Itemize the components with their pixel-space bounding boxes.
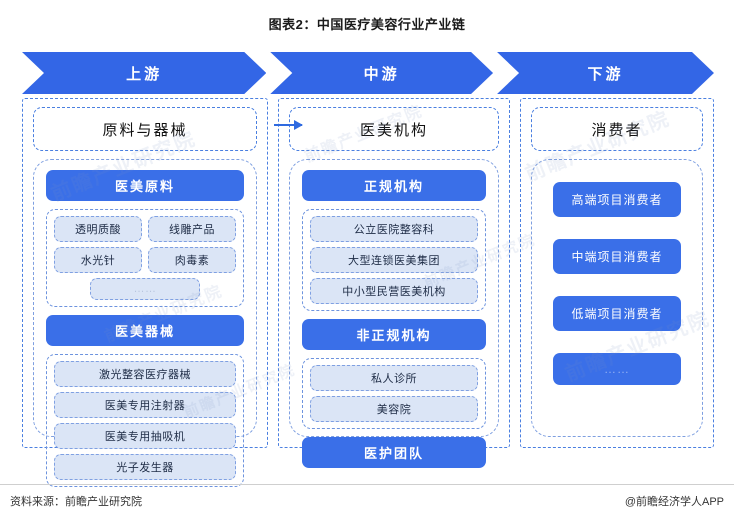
column-upstream: 原料与器械 医美原料 透明质酸 线雕产品 水光针 肉毒素 …… 医美器械 激光整…	[22, 98, 303, 487]
list-item[interactable]: 水光针	[54, 247, 142, 273]
group-title-medical-materials[interactable]: 医美原料	[46, 170, 244, 201]
consumer-segment-more[interactable]: ……	[553, 353, 681, 385]
page-title: 图表2：中国医疗美容行业产业链	[268, 17, 466, 32]
list-item[interactable]: 美容院	[310, 396, 478, 422]
group-items-medical-devices: 激光整容医疗器械 医美专用注射器 医美专用抽吸机 光子发生器	[46, 354, 244, 487]
column-downstream-frame: 消费者 高端项目消费者 中端项目消费者 低端项目消费者 ……	[520, 98, 714, 448]
column-downstream-header: 消费者	[531, 107, 703, 151]
column-midstream: 医美机构 正规机构 公立医院整容科 大型连锁医美集团 中小型民营医美机构 非正规…	[278, 98, 510, 468]
group-title-informal-institutions[interactable]: 非正规机构	[302, 319, 486, 350]
column-downstream-body: 高端项目消费者 中端项目消费者 低端项目消费者 ……	[531, 159, 703, 437]
group-title-medical-team[interactable]: 医护团队	[302, 437, 486, 468]
value-chain-columns: 原料与器械 医美原料 透明质酸 线雕产品 水光针 肉毒素 …… 医美器械 激光整…	[22, 98, 714, 487]
group-items-medical-materials: 透明质酸 线雕产品 水光针 肉毒素 ……	[46, 209, 244, 307]
stage-chevron-midstream[interactable]: 中游	[270, 52, 493, 94]
list-item[interactable]: 私人诊所	[310, 365, 478, 391]
source-label: 资料来源：前瞻产业研究院	[10, 496, 142, 508]
consumer-segment-mid-end[interactable]: 中端项目消费者	[553, 239, 681, 274]
column-upstream-frame: 原料与器械 医美原料 透明质酸 线雕产品 水光针 肉毒素 …… 医美器械 激光整…	[22, 98, 268, 487]
group-title-medical-devices[interactable]: 医美器械	[46, 315, 244, 346]
list-item[interactable]: 大型连锁医美集团	[310, 247, 478, 273]
group-items-formal-institutions: 公立医院整容科 大型连锁医美集团 中小型民营医美机构	[302, 209, 486, 311]
column-midstream-body: 正规机构 公立医院整容科 大型连锁医美集团 中小型民营医美机构 非正规机构 私人…	[289, 159, 499, 468]
column-upstream-header: 原料与器械	[33, 107, 257, 151]
column-midstream-header: 医美机构	[289, 107, 499, 151]
credit-label: @前瞻经济学人APP	[624, 496, 724, 508]
list-item[interactable]: 公立医院整容科	[310, 216, 478, 242]
list-item[interactable]: 医美专用注射器	[54, 392, 236, 418]
list-item[interactable]: 肉毒素	[148, 247, 236, 273]
connector-arrow-upstream-to-midstream	[274, 120, 303, 130]
list-item[interactable]: ……	[90, 278, 200, 300]
list-item[interactable]: 医美专用抽吸机	[54, 423, 236, 449]
column-upstream-body: 医美原料 透明质酸 线雕产品 水光针 肉毒素 …… 医美器械 激光整容医疗器械 …	[33, 159, 257, 487]
list-item[interactable]: 线雕产品	[148, 216, 236, 242]
list-item[interactable]: 激光整容医疗器械	[54, 361, 236, 387]
consumer-segment-list: 高端项目消费者 中端项目消费者 低端项目消费者 ……	[544, 170, 690, 385]
list-item[interactable]: 中小型民营医美机构	[310, 278, 478, 304]
list-item[interactable]: 透明质酸	[54, 216, 142, 242]
column-downstream: 消费者 高端项目消费者 中端项目消费者 低端项目消费者 ……	[520, 98, 714, 448]
footer: 资料来源：前瞻产业研究院 @前瞻经济学人APP	[0, 484, 734, 509]
group-title-formal-institutions[interactable]: 正规机构	[302, 170, 486, 201]
column-midstream-frame: 医美机构 正规机构 公立医院整容科 大型连锁医美集团 中小型民营医美机构 非正规…	[278, 98, 510, 468]
group-items-informal-institutions: 私人诊所 美容院	[302, 358, 486, 429]
consumer-segment-low-end[interactable]: 低端项目消费者	[553, 296, 681, 331]
stage-chevron-upstream[interactable]: 上游	[22, 52, 266, 94]
stage-chevron-downstream[interactable]: 下游	[497, 52, 714, 94]
stage-chevron-row: 上游 中游 下游	[22, 52, 714, 94]
consumer-segment-high-end[interactable]: 高端项目消费者	[553, 182, 681, 217]
list-item[interactable]: 光子发生器	[54, 454, 236, 480]
